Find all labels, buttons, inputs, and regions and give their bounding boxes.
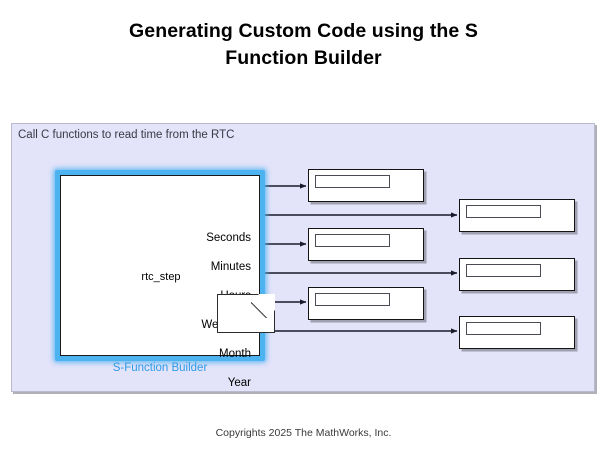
- display-value-year: [466, 322, 541, 335]
- page-title-line-1: Generating Custom Code using the S: [128, 20, 478, 42]
- block-caption-label: S-Function Builder: [112, 362, 208, 374]
- port-label-year: Year: [227, 377, 251, 389]
- simulink-model-canvas[interactable]: Call C functions to read time from the R…: [11, 123, 595, 392]
- display-value-seconds: [315, 175, 390, 188]
- page-title: Generating Custom Code using the S Funct…: [0, 18, 607, 72]
- port-label-month: Month: [219, 348, 251, 360]
- canvas-annotation-text: Call C functions to read time from the R…: [18, 129, 235, 141]
- display-value-minutes: [466, 205, 541, 218]
- display-value-weekday: [466, 264, 541, 277]
- display-value-hours: [315, 234, 390, 247]
- copyright-footer: Copyrights 2025 The MathWorks, Inc.: [215, 427, 392, 439]
- port-label-seconds: Seconds: [206, 232, 251, 244]
- display-block-weekday[interactable]: [459, 258, 575, 291]
- display-block-month[interactable]: [308, 287, 424, 320]
- annotation-note-icon[interactable]: [217, 294, 275, 333]
- display-block-hours[interactable]: [308, 228, 424, 261]
- display-block-year[interactable]: [459, 316, 575, 349]
- note-fold-line: [251, 294, 275, 318]
- page-title-line-2: Function Builder: [225, 47, 382, 69]
- display-block-seconds[interactable]: [308, 169, 424, 202]
- display-value-month: [315, 293, 390, 306]
- display-block-minutes[interactable]: [459, 199, 575, 232]
- port-label-minutes: Minutes: [210, 261, 251, 273]
- block-name-label: rtc_step: [141, 271, 181, 283]
